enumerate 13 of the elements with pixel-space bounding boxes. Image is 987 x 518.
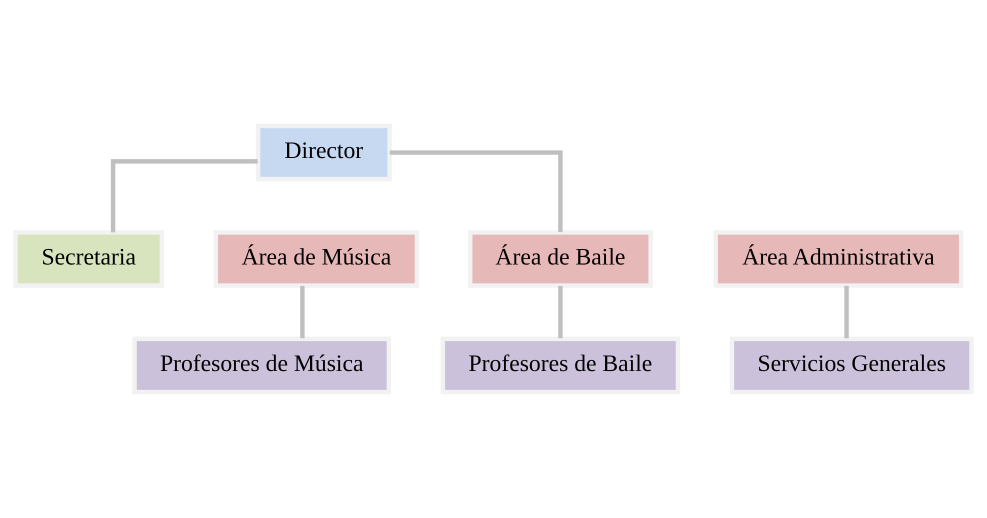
connector bbox=[844, 286, 849, 338]
node-box: Secretaria bbox=[13, 230, 164, 288]
connector bbox=[110, 159, 258, 232]
node-box: Área Administrativa bbox=[713, 230, 964, 288]
connector bbox=[390, 150, 563, 232]
node-box: Profesores de Música bbox=[132, 336, 392, 394]
connector bbox=[558, 286, 563, 338]
node-box: Servicios Generales bbox=[730, 336, 974, 394]
node-box: Profesores de Baile bbox=[440, 336, 680, 394]
node-box: Área de Baile bbox=[468, 230, 653, 288]
connector bbox=[300, 286, 305, 338]
node-box: Director bbox=[256, 124, 392, 182]
node-box: Área de Música bbox=[214, 230, 420, 288]
